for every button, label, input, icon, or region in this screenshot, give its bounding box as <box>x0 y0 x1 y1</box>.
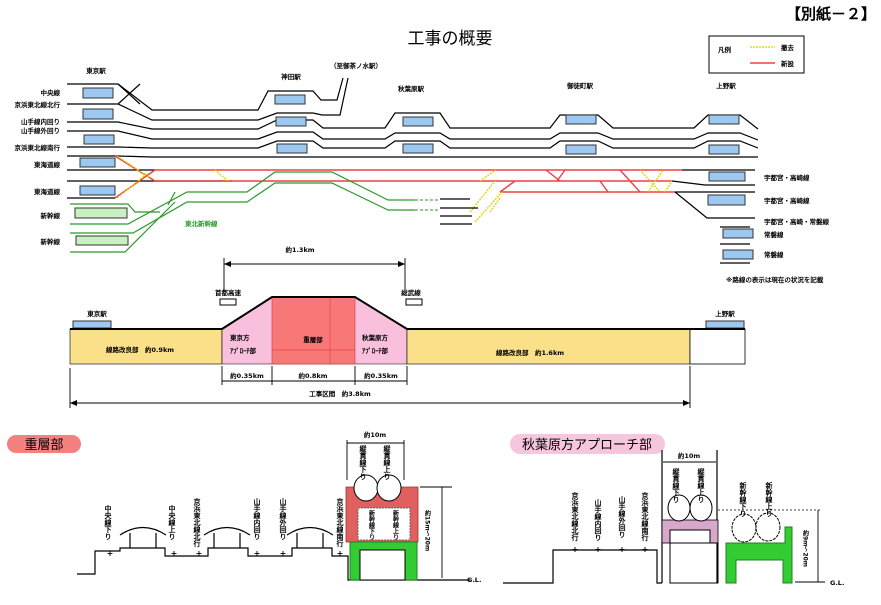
svg-text:+: + <box>196 549 203 558</box>
left-line-labels: 中央線 京浜東北線北行 山手線内回り 山手線外回り 京浜東北線南行 東海道線 東… <box>15 88 61 246</box>
station-ueno: 上野駅 <box>716 81 736 90</box>
svg-text:+: + <box>572 545 579 554</box>
line-label: 京浜東北線南行 <box>15 143 61 152</box>
track-label: 山手線内回り <box>253 497 261 541</box>
upper-track-label: 縦貫線下り <box>672 467 681 504</box>
right-line-labels: 宇都宮・高崎線 宇都宮・高崎線 宇都宮・高崎・常磐線 常磐線 常磐線 <box>764 173 830 259</box>
track-label: 京浜東北線北行 <box>193 497 202 548</box>
cross-section-akihabara-approach: 秋葉原方アプローチ部 京浜東北線北行 山手線内回り 山手線外回り 京浜東北線南行… <box>503 434 844 587</box>
line-label: 宇都宮・高崎線 <box>764 173 810 182</box>
legend-title: 凡例 <box>717 45 732 54</box>
height-dim-label: 約9m～20m <box>802 529 809 567</box>
double-deck-badge-label: 重層部 <box>24 437 63 453</box>
longitudinal-profile: 約1.3km 首都高速 総武線 東京駅 上野駅 線路改良部 約0.9km 東京方… <box>69 245 746 408</box>
track-label: 京浜東北線北行 <box>571 491 580 542</box>
attachment-label: 【別紙－２】 <box>786 5 876 23</box>
shuto-expressway-mark <box>219 298 237 306</box>
width-dim-label: 約10m <box>364 430 387 439</box>
improve-left-label: 線路改良部 約0.9km <box>106 345 174 354</box>
svg-text:+: + <box>337 549 344 558</box>
cross-section-double-deck: 重層部 中央線下り 中央線上り 京浜東北線北行 山手線内回り 山手線外回り 京浜… <box>7 430 481 584</box>
approach-badge <box>510 434 665 454</box>
improvement-section-right <box>406 328 691 365</box>
legend: 凡例 撤去 新設 <box>708 35 805 74</box>
line-label: 新幹線 <box>41 237 61 246</box>
line-label: 常磐線 <box>764 230 784 239</box>
shinkansen-track-label: 新幹線下り <box>739 481 748 518</box>
akiba-approach-label-2: ｱﾌﾟﾛｰﾁ部 <box>362 346 389 355</box>
dim-tokyo-approach: 約0.35km <box>230 371 264 380</box>
upper-track-label: 縦貫線上り <box>697 467 706 504</box>
line-label: 宇都宮・高崎・常磐線 <box>764 217 830 226</box>
line-label: 中央線 <box>41 88 61 97</box>
profile-ueno-label: 上野駅 <box>715 309 735 318</box>
line-label: 常磐線 <box>764 250 784 259</box>
line-label: 山手線外回り <box>21 126 60 135</box>
upper-track-label: 縦貫線下り <box>359 444 368 481</box>
height-dim-label: 約15m～20m <box>424 509 431 551</box>
track-label: 中央線上り <box>168 504 177 541</box>
track-label: 京浜東北線南行 <box>641 491 650 542</box>
double-deck-section <box>271 296 356 365</box>
note: ※路線の表示は現在の状況を記載 <box>726 275 824 284</box>
ground-level-label: G.L. <box>467 576 481 584</box>
line-label: 京浜東北線北行 <box>15 100 61 109</box>
width-dim-label: 約10m <box>678 451 701 460</box>
sobu-line-mark <box>405 298 423 306</box>
legend-removal-label: 撤去 <box>781 43 795 52</box>
svg-text:+: + <box>280 549 287 558</box>
tohoku-shinkansen-label: 東北新幹線 <box>185 219 218 228</box>
svg-text:+: + <box>254 549 261 558</box>
tokyo-approach-label: 東京方 <box>230 333 250 342</box>
tokyo-approach-label-2: ｱﾌﾟﾛｰﾁ部 <box>230 346 257 355</box>
span-label: 約1.3km <box>285 245 314 254</box>
svg-text:+: + <box>171 549 178 558</box>
track-label: 山手線外回り <box>279 497 287 541</box>
lower-track-label: 新幹線下り <box>368 509 375 541</box>
double-deck-label: 重層部 <box>303 335 323 344</box>
shinkansen-track-label: 新幹線上り <box>765 481 774 518</box>
platform-canopy-icon <box>119 526 334 548</box>
line-label: 東海道線 <box>34 187 61 196</box>
line-label: 東海道線 <box>34 160 61 169</box>
track-label: 京浜東北線南行 <box>336 497 345 548</box>
dim-akiba-approach: 約0.35km <box>364 371 398 380</box>
shuto-expressway-label: 首都高速 <box>215 288 242 297</box>
profile-tokyo-label: 東京駅 <box>87 309 107 318</box>
station-tokyo: 東京駅 <box>86 66 106 75</box>
line-label: 宇都宮・高崎線 <box>764 196 810 205</box>
dim-double-deck: 約0.8km <box>298 371 327 380</box>
total-section-label: 工事区間 約3.8km <box>309 389 371 398</box>
sobu-line-label: 総武線 <box>401 288 421 297</box>
svg-text:+: + <box>619 545 626 554</box>
line-label: 山手線内回り <box>21 117 60 126</box>
improve-right-label: 線路改良部 約1.6km <box>496 348 564 357</box>
track-label: 中央線下り <box>104 504 113 541</box>
svg-text:+: + <box>642 545 649 554</box>
double-deck-badge <box>7 435 81 453</box>
track-map <box>67 77 759 264</box>
akiba-approach-label: 秋葉原方 <box>362 333 389 342</box>
page-title: 工事の概要 <box>408 29 493 49</box>
station-okachimachi: 御徒町駅 <box>566 81 594 90</box>
station-kanda: 神田駅 <box>281 72 301 81</box>
track-label: 山手線外回り <box>618 495 626 539</box>
svg-text:+: + <box>107 549 114 558</box>
upper-track-label: 縦貫線上り <box>383 444 392 481</box>
station-ochanomizu: （至御茶ノ水駅） <box>330 61 382 70</box>
approach-badge-label: 秋葉原方アプローチ部 <box>522 437 652 453</box>
legend-new-label: 新設 <box>781 59 795 68</box>
ground-level-label: G.L. <box>830 579 844 587</box>
station-akihabara: 秋葉原駅 <box>398 84 425 93</box>
track-label: 山手線内回り <box>594 498 602 542</box>
svg-text:+: + <box>595 545 602 554</box>
line-label: 新幹線 <box>41 211 61 220</box>
lower-track-label: 新幹線上り <box>392 509 399 541</box>
